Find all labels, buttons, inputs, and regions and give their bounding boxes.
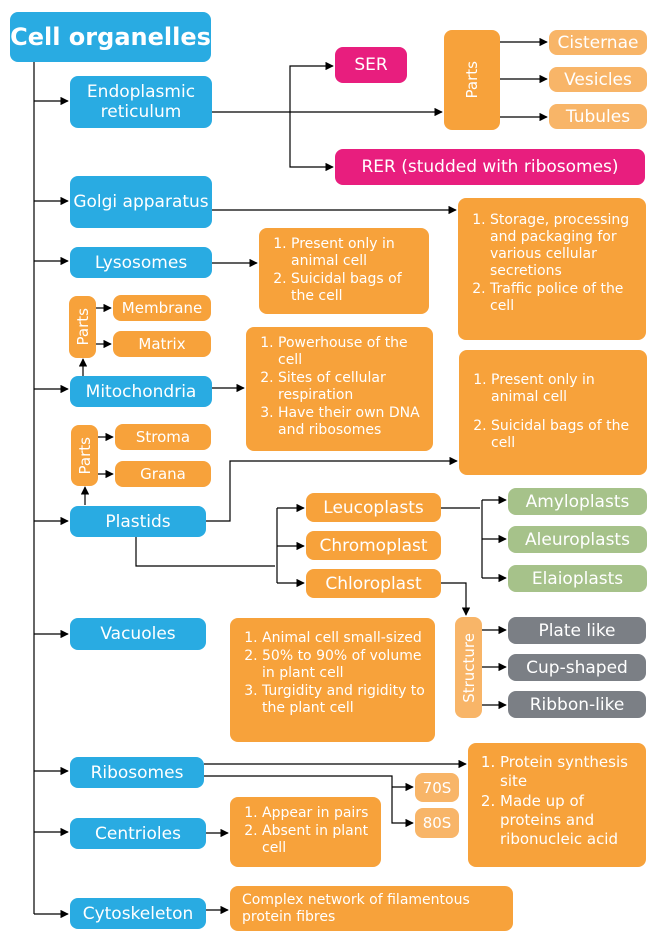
leucoplasts-box: Leucoplasts <box>306 493 441 522</box>
elaioplasts-box: Elaioplasts <box>508 565 647 592</box>
golgi-note-2: Traffic police of the cell <box>490 281 638 315</box>
node-lysosomes: Lysosomes <box>70 247 212 278</box>
membrane-box: Membrane <box>113 295 211 321</box>
node-plastids: Plastids <box>70 506 206 537</box>
node-centrioles: Centrioles <box>70 818 206 849</box>
vesicles-box: Vesicles <box>549 67 647 92</box>
chloroplast-box: Chloroplast <box>306 569 441 598</box>
node-vacuoles: Vacuoles <box>70 618 206 650</box>
mito-parts-label: Parts <box>73 308 92 346</box>
plastid-note-2: Suicidal bags of the cell <box>491 418 639 452</box>
node-mitochondria: Mitochondria <box>70 376 212 407</box>
golgi-notes: Storage, processing and packaging for va… <box>458 198 646 340</box>
golgi-note-1: Storage, processing and packaging for va… <box>490 212 638 280</box>
ribbon-like-box: Ribbon-like <box>508 691 646 718</box>
ribosome-70s-box: 70S <box>415 773 459 802</box>
node-endoplasmic-reticulum: Endoplasmic reticulum <box>70 76 212 128</box>
lysosome-notes: Present only in animal cell Suicidal bag… <box>259 228 429 314</box>
node-cytoskeleton: Cytoskeleton <box>70 898 206 929</box>
cisternae-box: Cisternae <box>549 30 647 55</box>
mito-note-3: Have their own DNA and ribosomes <box>278 405 425 439</box>
amyloplasts-box: Amyloplasts <box>508 488 647 515</box>
ribosome-notes: Protein synthesis site Made up of protei… <box>468 743 646 867</box>
plate-like-box: Plate like <box>508 617 646 644</box>
lysosome-note-2: Suicidal bags of the cell <box>291 271 421 305</box>
ser-box: SER <box>335 47 407 83</box>
aleuroplasts-box: Aleuroplasts <box>508 526 647 553</box>
plastid-notes: Present only in animal cell Suicidal bag… <box>459 350 647 475</box>
vacuole-note-3: Turgidity and rigidity to the plant cell <box>262 683 427 717</box>
centriole-note-1: Appear in pairs <box>262 805 373 822</box>
grana-box: Grana <box>115 461 211 487</box>
cytoskeleton-note: Complex network of filamentous protein f… <box>230 886 513 931</box>
ribosome-note-2: Made up of proteins and ribonucleic acid <box>500 792 638 849</box>
ribosome-80s-box: 80S <box>415 808 459 838</box>
ribosome-note-1: Protein synthesis site <box>500 753 638 791</box>
lysosome-note-1: Present only in animal cell <box>291 236 421 270</box>
structure-box: Structure <box>455 617 482 718</box>
er-parts-label: Parts <box>463 61 481 99</box>
page-title: Cell organelles <box>10 12 211 62</box>
cup-shaped-box: Cup-shaped <box>508 654 646 681</box>
plastid-parts-box: Parts <box>71 425 98 486</box>
centriole-note-2: Absent in plant cell <box>262 823 373 857</box>
vacuole-notes: Animal cell small-sized 50% to 90% of vo… <box>230 618 435 742</box>
matrix-box: Matrix <box>113 331 211 357</box>
vacuole-note-2: 50% to 90% of volume in plant cell <box>262 648 427 682</box>
node-ribosomes: Ribosomes <box>70 757 204 788</box>
mito-note-1: Powerhouse of the cell <box>278 335 425 369</box>
centriole-notes: Appear in pairs Absent in plant cell <box>230 797 381 867</box>
er-parts-box: Parts <box>444 30 500 130</box>
chromoplast-box: Chromoplast <box>306 531 441 560</box>
rer-box: RER (studded with ribosomes) <box>335 149 645 185</box>
stroma-box: Stroma <box>115 424 211 450</box>
structure-label: Structure <box>459 632 478 703</box>
node-golgi-apparatus: Golgi apparatus <box>70 176 212 228</box>
mito-notes: Powerhouse of the cell Sites of cellular… <box>246 327 433 451</box>
mito-note-2: Sites of cellular respiration <box>278 370 425 404</box>
plastid-note-1: Present only in animal cell <box>491 372 639 406</box>
tubules-box: Tubules <box>549 104 647 129</box>
plastid-parts-label: Parts <box>75 436 94 475</box>
mito-parts-box: Parts <box>69 296 96 358</box>
vacuole-note-1: Animal cell small-sized <box>262 630 427 647</box>
